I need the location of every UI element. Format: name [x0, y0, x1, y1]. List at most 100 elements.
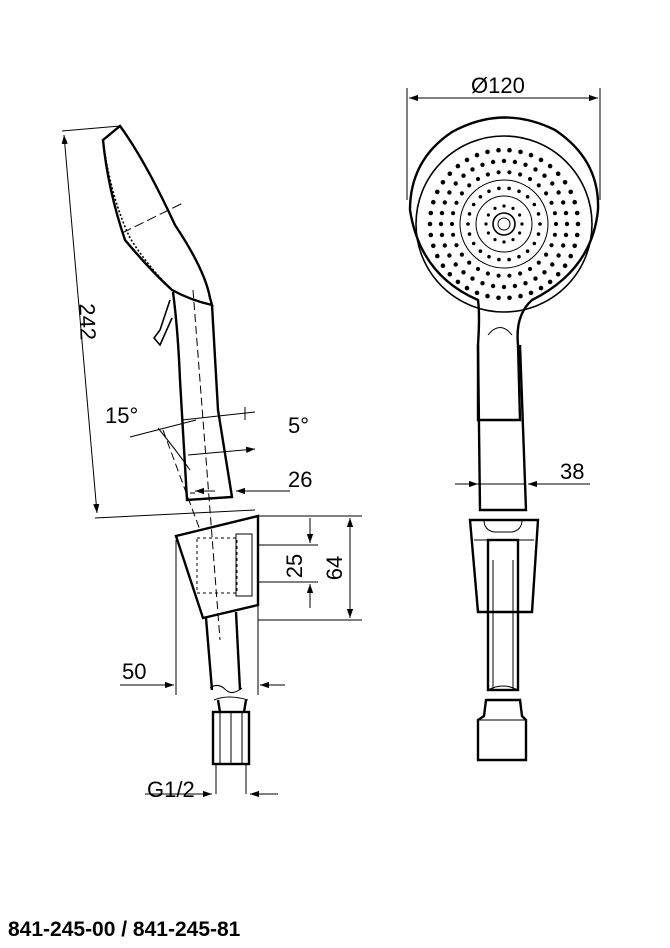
nozzle-dot: [518, 231, 522, 235]
nozzle-dot: [478, 195, 483, 199]
nozzle-dot: [464, 157, 470, 163]
nozzle-dot: [497, 186, 501, 191]
nozzle-dot: [464, 285, 470, 291]
nozzle-dot: [572, 199, 577, 205]
nozzle-dot: [475, 266, 481, 272]
nozzle-dot: [501, 284, 507, 290]
nozzle-dot: [486, 213, 490, 217]
nozzle-dot: [459, 252, 464, 257]
nozzle-dot: [575, 221, 581, 227]
nozzle-dot: [556, 253, 561, 258]
nozzle-dot: [562, 180, 568, 185]
nozzle-dot: [518, 293, 523, 299]
nozzle-dot: [574, 232, 580, 238]
nozzle-dot: [525, 249, 530, 253]
part-numbers: 841-245-00 / 841-245-81: [8, 918, 241, 941]
nozzle-dot: [451, 232, 456, 237]
nozzle-dot: [544, 191, 549, 196]
dim-15-label: 15°: [105, 403, 138, 428]
nozzle-dot: [536, 232, 541, 236]
nozzle-dot: [536, 183, 541, 188]
nozzle-dot: [512, 159, 518, 165]
nozzle-dot: [518, 149, 523, 155]
front-bracket: [468, 518, 540, 614]
nozzle-dot: [507, 170, 512, 175]
nozzle-dot: [470, 276, 475, 281]
nozzle-dot: [572, 243, 577, 249]
front-hose-nut: [476, 698, 528, 762]
nozzle-dot: [490, 283, 496, 289]
nozzle-dot: [497, 257, 501, 262]
nozzle-dot: [525, 195, 530, 199]
nozzle-dot: [502, 240, 506, 244]
nozzle-dot: [547, 279, 553, 285]
nozzle-dot: [533, 167, 538, 172]
nozzle-dot: [474, 290, 480, 296]
nozzle-dot: [459, 191, 464, 196]
nozzle-dot: [428, 232, 434, 238]
nozzle-dot: [496, 147, 501, 153]
nozzle-dot: [549, 200, 554, 205]
nozzle-dot: [455, 163, 461, 169]
side-view: 242 15° 5° 26 25 64 50 G1/2: [61, 124, 362, 802]
dim-5-label: 5°: [288, 413, 309, 438]
nozzle-dot: [568, 253, 573, 259]
nozzle-dot: [527, 176, 533, 182]
nozzle-dot: [431, 243, 436, 249]
side-head-spray-face: [103, 147, 166, 284]
nozzle-dot: [447, 253, 452, 258]
nozzle-dot: [550, 181, 555, 186]
nozzle-dot: [487, 189, 491, 194]
nozzle-dot: [442, 243, 447, 248]
nozzle-dot: [461, 173, 466, 178]
nozzle-dot: [507, 257, 511, 262]
nozzle-dot: [501, 158, 507, 164]
nozzle-dot: [493, 238, 497, 242]
nozzle-dot: [507, 273, 512, 278]
nozzle-dot: [523, 162, 528, 167]
nozzle-dot: [474, 152, 480, 158]
nozzle-dot: [518, 213, 522, 217]
nozzle-dot: [428, 210, 434, 216]
nozzle-dot: [440, 180, 446, 185]
nozzle-dot: [447, 272, 453, 277]
side-head-outline: [101, 124, 214, 307]
nozzle-dot: [563, 210, 569, 216]
nozzle-dot: [568, 189, 573, 195]
nozzle-dot: [561, 243, 566, 248]
nozzle-dot: [427, 221, 433, 227]
nozzle-dot: [574, 210, 580, 216]
nozzle-dot: [555, 272, 561, 277]
nozzle-dot: [485, 172, 490, 177]
dim-thread-label: G1/2: [147, 777, 195, 802]
nozzle-dot: [511, 206, 515, 210]
nozzle-dot: [484, 222, 488, 226]
nozzle-dot: [496, 273, 501, 278]
nozzle-dot: [532, 241, 537, 246]
nozzle-dot: [493, 206, 497, 210]
nozzle-dot: [485, 149, 490, 155]
nozzle-dot: [502, 204, 506, 208]
nozzle-dot: [547, 163, 553, 169]
nozzle-dot: [487, 254, 491, 259]
front-handle: [476, 344, 528, 512]
nozzle-dot: [485, 293, 490, 299]
nozzle-dot: [536, 212, 541, 216]
side-button: [152, 299, 173, 347]
side-hose: [204, 611, 242, 691]
nozzle-dot: [532, 202, 537, 207]
nozzle-dot: [536, 260, 541, 265]
nozzle-dot: [490, 159, 496, 165]
nozzle-dot: [442, 200, 447, 205]
dim-25-label: 25: [282, 554, 307, 578]
nozzle-dot: [439, 232, 445, 238]
nozzle-dot: [552, 211, 558, 216]
nozzle-dot: [480, 162, 485, 167]
nozzle-dot: [438, 221, 444, 227]
nozzle-dot: [518, 172, 523, 177]
dim-50-label: 50: [122, 659, 146, 684]
nozzle-dot: [556, 190, 561, 195]
nozzle-dot: [454, 243, 459, 248]
nozzle-dot: [538, 222, 542, 226]
